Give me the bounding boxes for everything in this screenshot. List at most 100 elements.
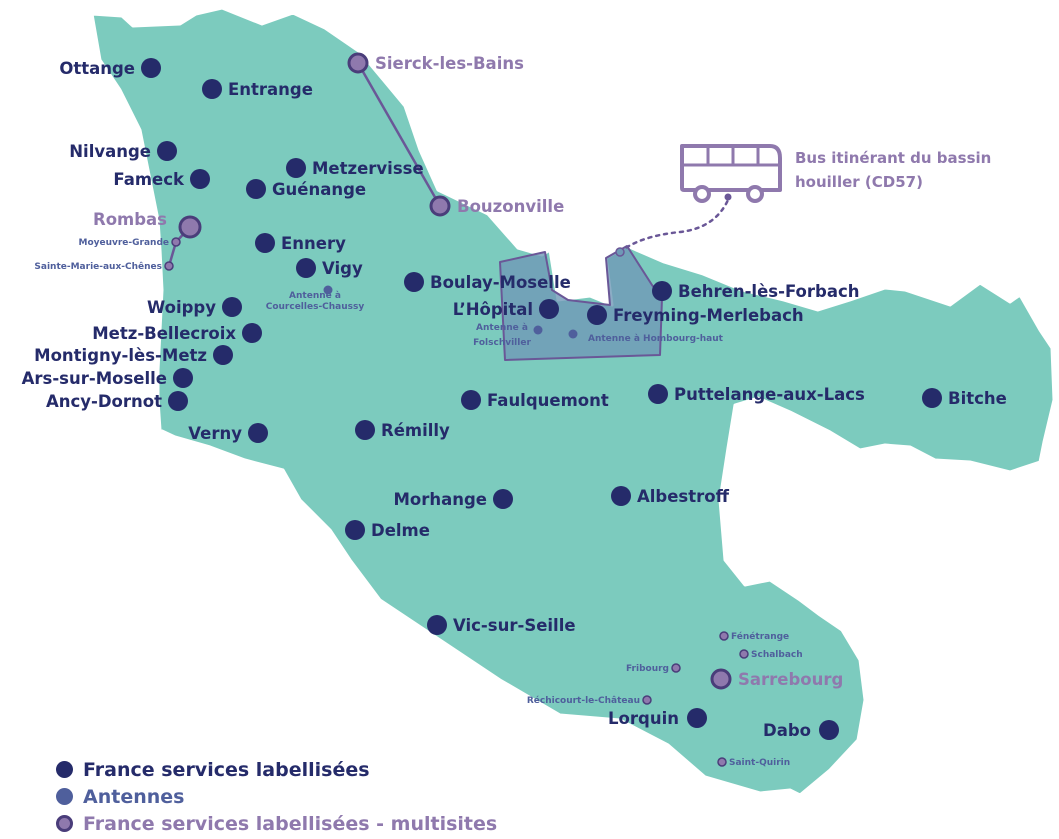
bus-stop-marker <box>615 247 625 257</box>
place-label-metzervisse: Metzervisse <box>312 159 424 178</box>
place-marker-rechicourt <box>642 695 652 705</box>
legend-item-antenne: Antennes <box>56 783 497 810</box>
place-label-saintemarie: Sainte-Marie-aux-Chênes <box>34 261 162 272</box>
place-marker-guenange <box>246 179 266 199</box>
place-marker-sierck <box>347 52 369 74</box>
antenne-label-folschviller: Antenne à <box>476 323 528 333</box>
place-label-delme: Delme <box>371 521 430 540</box>
place-label-ars: Ars-sur-Moselle <box>22 369 167 388</box>
place-marker-delme <box>345 520 365 540</box>
place-label-lhopital: L’Hôpital <box>453 300 533 319</box>
place-label-fribourg: Fribourg <box>626 664 669 674</box>
place-label-montigny: Montigny-lès-Metz <box>34 346 207 365</box>
place-label-ottange: Ottange <box>59 59 135 78</box>
place-marker-dabo <box>819 720 839 740</box>
bus-route <box>618 198 730 254</box>
legend-dot-antenne <box>56 788 73 805</box>
place-label-sierck: Sierck-les-Bains <box>375 54 524 73</box>
place-marker-ars <box>173 368 193 388</box>
place-label-dabo: Dabo <box>763 721 811 740</box>
place-marker-behren <box>652 281 672 301</box>
place-label-moyeuvre: Moyeuvre-Grande <box>78 238 169 248</box>
place-label-metzbellecroix: Metz-Bellecroix <box>92 324 236 343</box>
place-label-entrange: Entrange <box>228 80 313 99</box>
legend-item-labellisee: France services labellisées <box>56 756 497 783</box>
place-label-verny: Verny <box>188 424 242 443</box>
place-marker-schalbach <box>739 649 749 659</box>
antenne-label-courcelles: Courcelles-Chaussy <box>266 302 365 312</box>
place-marker-boulay <box>404 272 424 292</box>
place-marker-saintquirin <box>717 757 727 767</box>
place-marker-morhange <box>493 489 513 509</box>
place-marker-montigny <box>213 345 233 365</box>
antenne-marker-hombourg <box>568 329 578 339</box>
place-label-fameck: Fameck <box>113 170 185 189</box>
place-marker-fameck <box>190 169 210 189</box>
place-marker-rombas <box>178 215 202 239</box>
legend-dot-labellisee <box>56 761 73 778</box>
place-label-rombas: Rombas <box>93 210 167 229</box>
place-marker-fribourg <box>671 663 681 673</box>
place-marker-nilvange <box>157 141 177 161</box>
place-marker-moyeuvre <box>171 237 181 247</box>
place-marker-metzervisse <box>286 158 306 178</box>
place-marker-ennery <box>255 233 275 253</box>
antenne-label-folschviller: Folschviller <box>473 338 531 348</box>
place-marker-entrange <box>202 79 222 99</box>
place-marker-remilly <box>355 420 375 440</box>
antenne-marker-folschviller <box>533 325 543 335</box>
place-label-morhange: Morhange <box>393 490 487 509</box>
bus-icon <box>680 144 782 192</box>
place-marker-bouzonville <box>429 195 451 217</box>
place-label-lorquin: Lorquin <box>608 709 679 728</box>
place-label-freyming: Freyming-Merlebach <box>613 306 804 325</box>
place-marker-bitche <box>922 388 942 408</box>
multisite-link <box>356 62 442 207</box>
place-label-sarrebourg: Sarrebourg <box>738 670 843 689</box>
place-label-rechicourt: Réchicourt-le-Château <box>527 695 640 706</box>
legend-label: France services labellisées - multisites <box>83 812 498 835</box>
place-label-guenange: Guénange <box>272 180 366 199</box>
place-marker-woippy <box>222 297 242 317</box>
place-label-remilly: Rémilly <box>381 421 450 440</box>
legend-label: France services labellisées <box>83 758 370 781</box>
map-legend: France services labellisées Antennes Fra… <box>56 756 497 837</box>
bus-icon-wheel <box>693 185 711 203</box>
place-label-woippy: Woippy <box>147 298 216 317</box>
legend-dot-multisite <box>56 815 73 832</box>
antenne-label-hombourg: Antenne à Hombourg-haut <box>588 334 724 344</box>
place-marker-freyming <box>587 305 607 325</box>
place-marker-verny <box>248 423 268 443</box>
place-label-boulay: Boulay-Moselle <box>430 273 571 292</box>
place-label-bitche: Bitche <box>948 389 1007 408</box>
place-label-vigy: Vigy <box>322 259 363 278</box>
bus-label: houiller (CD57) <box>795 173 923 191</box>
place-marker-faulquemont <box>461 390 481 410</box>
place-label-ancy: Ancy-Dornot <box>46 392 162 411</box>
place-marker-metzbellecroix <box>242 323 262 343</box>
bus-route-end <box>724 193 732 201</box>
place-marker-sarrebourg <box>710 668 732 690</box>
place-marker-vigy <box>296 258 316 278</box>
place-marker-vicsurseille <box>427 615 447 635</box>
place-marker-lhopital <box>539 299 559 319</box>
place-label-faulquemont: Faulquemont <box>487 391 609 410</box>
bus-icon-wheel <box>746 185 764 203</box>
place-label-ennery: Ennery <box>281 234 346 253</box>
place-marker-albestroff <box>611 486 631 506</box>
bus-label: Bus itinérant du bassin <box>795 149 991 167</box>
place-marker-puttelange <box>648 384 668 404</box>
place-label-fenetrange: Fénétrange <box>731 631 789 642</box>
legend-item-multisite: France services labellisées - multisites <box>56 810 497 837</box>
legend-label: Antennes <box>83 785 185 808</box>
bus-itinerant: Bus itinérant du bassin houiller (CD57) <box>615 144 991 257</box>
place-label-albestroff: Albestroff <box>637 487 730 506</box>
place-label-bouzonville: Bouzonville <box>457 197 564 216</box>
place-marker-ancy <box>168 391 188 411</box>
place-label-puttelange: Puttelange-aux-Lacs <box>674 385 865 404</box>
place-marker-ottange <box>141 58 161 78</box>
antenne-marker-courcelles <box>323 285 333 295</box>
place-marker-fenetrange <box>719 631 729 641</box>
antenne-label-courcelles: Antenne à <box>289 291 341 301</box>
